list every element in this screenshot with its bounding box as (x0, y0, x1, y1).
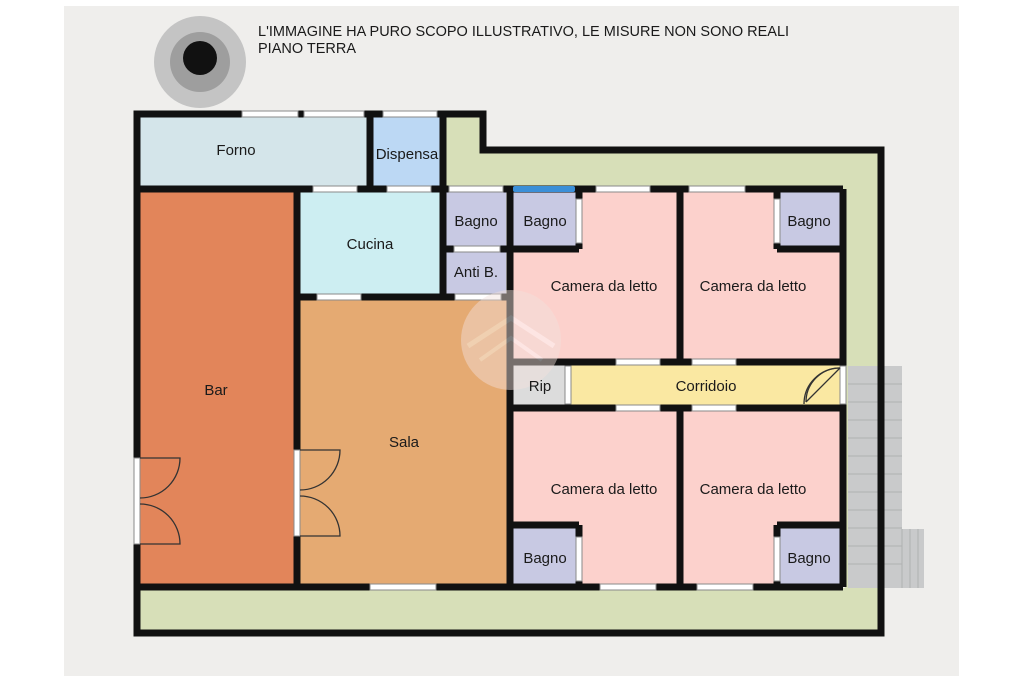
label-cucina: Cucina (347, 236, 394, 253)
label-bagno-4: Bagno (523, 550, 566, 567)
label-bar: Bar (204, 382, 227, 399)
label-corridoio: Corridoio (676, 378, 737, 395)
label-camera-4: Camera da letto (700, 481, 807, 498)
room-dispensa (373, 117, 440, 187)
room-forno (140, 117, 368, 187)
room-bar (140, 192, 295, 585)
label-bagno-2: Bagno (523, 213, 566, 230)
room-bagno-1 (446, 192, 506, 247)
label-forno: Forno (216, 142, 255, 159)
label-bagno-3: Bagno (787, 213, 830, 230)
label-bagno-1: Bagno (454, 213, 497, 230)
label-ripostiglio: Rip (529, 378, 552, 395)
floor-title: PIANO TERRA (258, 41, 356, 57)
label-anti-bagno: Anti B. (454, 264, 498, 281)
label-camera-3: Camera da letto (551, 481, 658, 498)
label-bagno-5: Bagno (787, 550, 830, 567)
chimney-icon (154, 16, 246, 108)
doors (139, 367, 841, 545)
skylight-bagno (513, 186, 575, 192)
room-cucina (300, 192, 442, 295)
room-ripostiglio (513, 365, 566, 406)
room-bagno-3 (780, 192, 840, 247)
room-bagno-4 (513, 527, 576, 585)
stairs (848, 366, 924, 588)
label-dispensa: Dispensa (376, 146, 439, 163)
room-sala (300, 300, 508, 585)
room-corridoio (571, 365, 840, 406)
terrace (137, 115, 881, 635)
label-sala: Sala (389, 434, 420, 451)
watermark-logo-icon (461, 290, 561, 390)
windows (133, 110, 847, 591)
label-camera-2: Camera da letto (700, 278, 807, 295)
room-bagno-2-fill (513, 192, 576, 247)
room-anti-bagno (446, 251, 506, 295)
room-bagno-5 (780, 527, 840, 585)
label-camera-1: Camera da letto (551, 278, 658, 295)
disclaimer-text: L'IMMAGINE HA PURO SCOPO ILLUSTRATIVO, L… (258, 24, 789, 40)
